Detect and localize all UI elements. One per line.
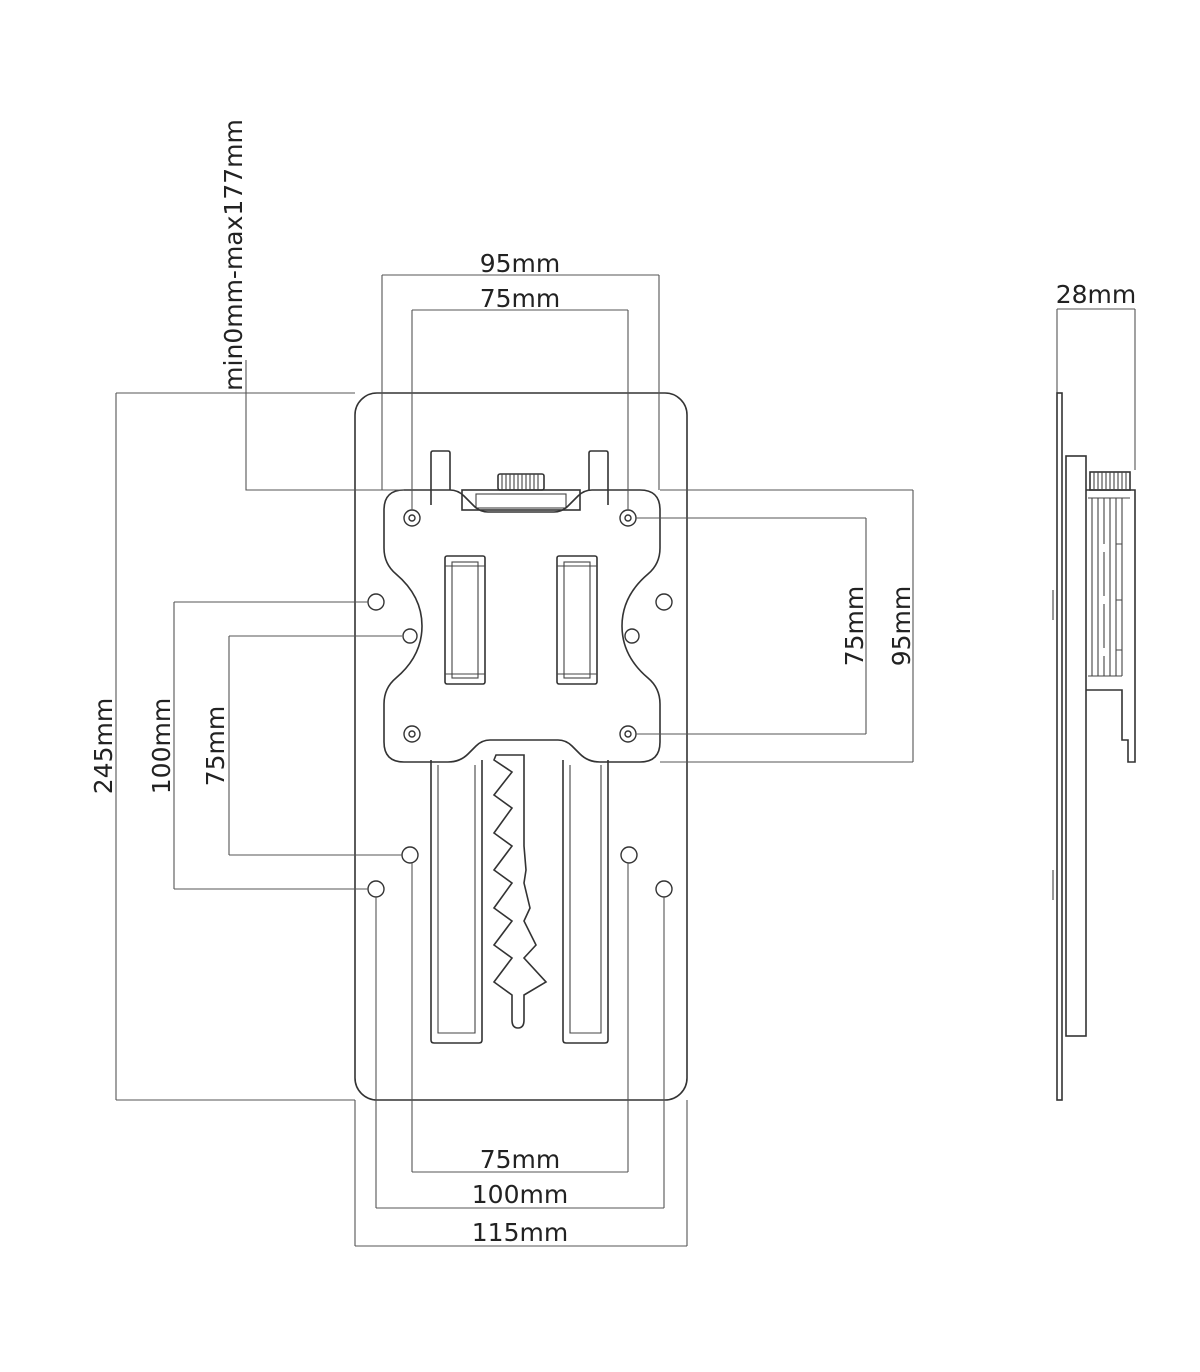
label-right-outer-height: 95mm	[887, 586, 916, 667]
side-view	[1052, 392, 1136, 1101]
label-overall-width: 115mm	[472, 1218, 568, 1247]
adapter-window-left	[444, 555, 486, 685]
front-view	[354, 392, 688, 1101]
label-bottom-inner-width: 75mm	[480, 1145, 561, 1174]
label-top-inner-width: 75mm	[480, 284, 561, 313]
dimension-lines	[115, 274, 1136, 1247]
slot-right	[562, 450, 609, 1044]
vesa-adapter-plate	[383, 489, 661, 763]
label-top-outer-width: 95mm	[480, 249, 561, 278]
label-left-inner-height: 75mm	[201, 706, 230, 787]
label-offset-range: min0mm-max177mm	[219, 119, 248, 391]
slot-left	[430, 450, 483, 1044]
label-left-outer-height: 100mm	[147, 698, 176, 794]
dimension-labels: 95mm 75mm min0mm-max177mm 28mm 75mm 95mm…	[89, 119, 1136, 1247]
label-side-depth: 28mm	[1056, 280, 1137, 309]
adapter-window-right	[556, 555, 598, 685]
label-overall-height: 245mm	[89, 698, 118, 794]
wall-plate	[354, 392, 688, 1101]
label-bottom-middle-width: 100mm	[472, 1180, 568, 1209]
adjustment-knob	[461, 473, 581, 511]
wall-plate-holes	[367, 593, 673, 898]
serrated-lock-rail	[492, 754, 548, 1029]
adapter-holes	[403, 509, 637, 743]
label-right-inner-height: 75mm	[840, 586, 869, 667]
